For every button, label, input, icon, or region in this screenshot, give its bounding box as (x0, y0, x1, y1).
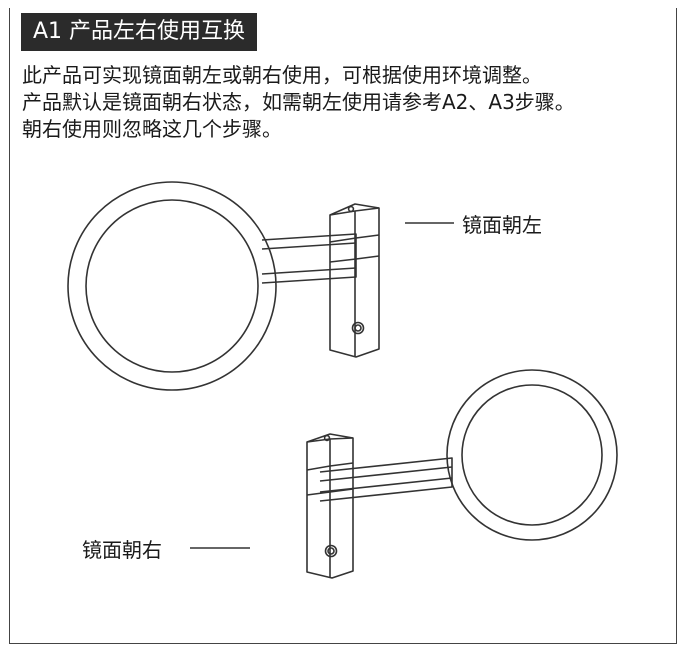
wall-mirror-right-icon (190, 369, 618, 579)
wall-mirror-left-icon (67, 181, 454, 391)
label-mirror-right: 镜面朝右 (82, 538, 162, 562)
description-line: 此产品可实现镜面朝左或朝右使用，可根据使用环境调整。 (22, 63, 542, 87)
page-frame (9, 8, 677, 644)
description-line: 产品默认是镜面朝右状态，如需朝左使用请参考A2、A3步骤。 (22, 90, 575, 114)
description-line: 朝右使用则忽略这几个步骤。 (22, 117, 282, 141)
description: 此产品可实现镜面朝左或朝右使用，可根据使用环境调整。 产品默认是镜面朝右状态，如… (22, 62, 682, 143)
label-mirror-left: 镜面朝左 (462, 213, 542, 237)
section-title: A1 产品左右使用互换 (21, 13, 258, 51)
